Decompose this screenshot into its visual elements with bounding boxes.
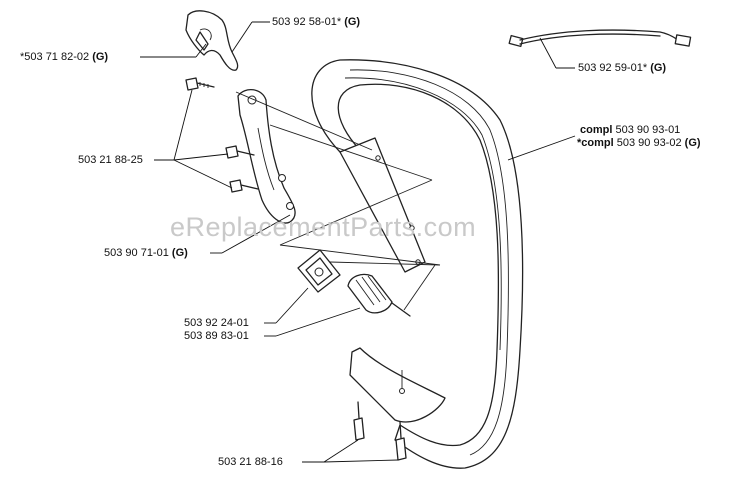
damper-spring-part	[347, 273, 411, 317]
screw-upper-parts	[185, 77, 259, 193]
label-trigger: 503 92 58-01* (G)	[272, 16, 361, 28]
damper-holder-part	[297, 249, 341, 293]
watermark: eReplacementParts.com	[170, 212, 477, 242]
assembly-lines	[235, 91, 441, 311]
bracket-part	[237, 89, 296, 224]
label-bracket: 503 90 71-01 (G)	[104, 247, 188, 259]
screw-lower-parts	[353, 401, 407, 461]
throttle-lockout-part	[185, 10, 239, 71]
label-screw-lower: 503 21 88-16	[218, 456, 283, 468]
front-handle	[311, 59, 524, 469]
label-throttle-lockout: *503 71 82-02 (G)	[20, 51, 109, 63]
heater-wire-part	[508, 29, 692, 48]
label-damper-holder: 503 92 24-01	[184, 317, 249, 329]
label-compl-1: compl 503 90 93-01	[580, 124, 681, 136]
label-screw-upper: 503 21 88-25	[78, 154, 143, 166]
label-heater-wire: 503 92 59-01* (G)	[578, 62, 667, 74]
label-damper-spring: 503 89 83-01	[184, 330, 249, 342]
leader-lines	[140, 21, 576, 463]
label-compl-2: *compl 503 90 93-02 (G)	[577, 137, 701, 149]
